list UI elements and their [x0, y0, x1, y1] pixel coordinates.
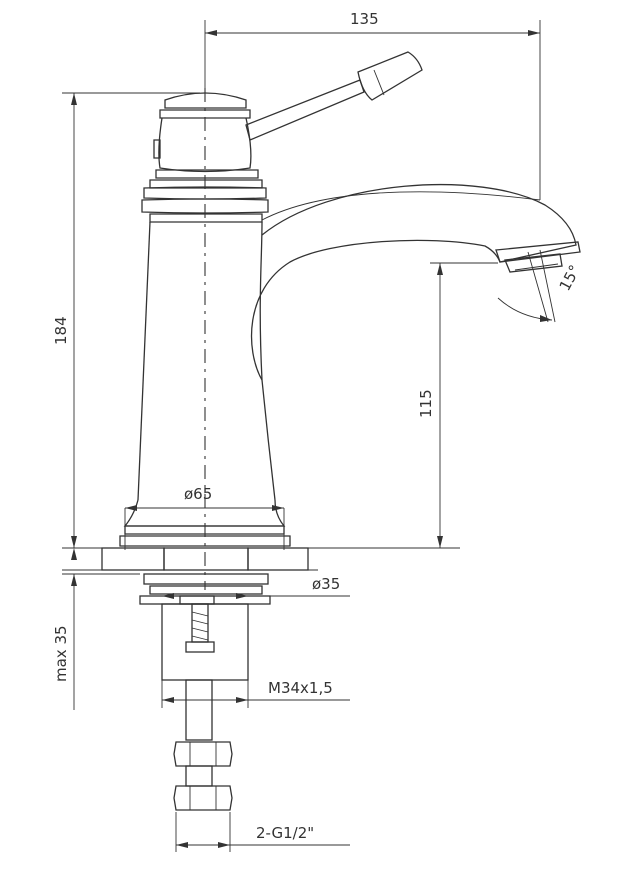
mounting-shank — [139, 547, 271, 811]
dim-spout-height-115: 115 — [417, 389, 435, 418]
countertop-section — [62, 547, 460, 571]
dimension-lines — [62, 20, 556, 852]
dim-connection: 2-G1/2" — [256, 824, 314, 842]
dim-shank-diameter: ø35 — [312, 575, 340, 593]
dim-max-thickness: max 35 — [52, 625, 70, 682]
faucet-body — [119, 51, 581, 547]
dim-thread: M34x1,5 — [268, 679, 333, 697]
dim-base-diameter: ø65 — [184, 485, 212, 503]
dim-width-135: 135 — [350, 10, 379, 28]
dim-height-184: 184 — [52, 316, 70, 345]
